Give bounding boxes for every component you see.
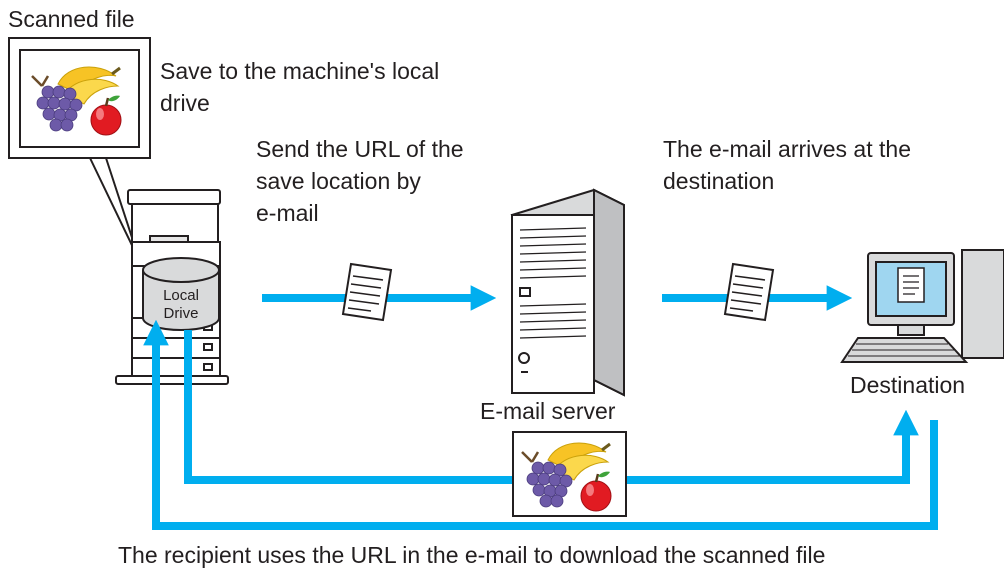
- save-local-label-line2: drive: [160, 90, 210, 116]
- download-arrow: [143, 319, 938, 530]
- email-document-icon-2: [724, 263, 774, 321]
- save-local-label-line1: Save to the machine's local: [160, 58, 440, 84]
- desktop-computer-icon: [840, 249, 1004, 363]
- scanned-file-callout: [8, 37, 151, 263]
- arrives-label-line1: The e-mail arrives at the: [663, 136, 911, 162]
- send-url-label-line1: Send the URL of the: [256, 136, 464, 162]
- email-document-icon: [342, 263, 392, 321]
- send-url-label-line3: e-mail: [256, 200, 319, 226]
- email-server-label: E-mail server: [480, 398, 616, 424]
- scanned-file-label: Scanned file: [8, 6, 135, 32]
- downloaded-image-card: [512, 431, 627, 517]
- send-url-label-line2: save location by: [256, 168, 421, 194]
- destination-label: Destination: [850, 372, 966, 398]
- server-tower-icon: [510, 188, 625, 397]
- local-drive-label-line2: Drive: [163, 305, 198, 322]
- local-drive-label-line1: Local: [163, 287, 199, 304]
- arrives-label-line2: destination: [663, 168, 775, 194]
- local-drive-icon: Local Drive: [142, 257, 220, 331]
- recipient-caption: The recipient uses the URL in the e-mail…: [118, 542, 826, 568]
